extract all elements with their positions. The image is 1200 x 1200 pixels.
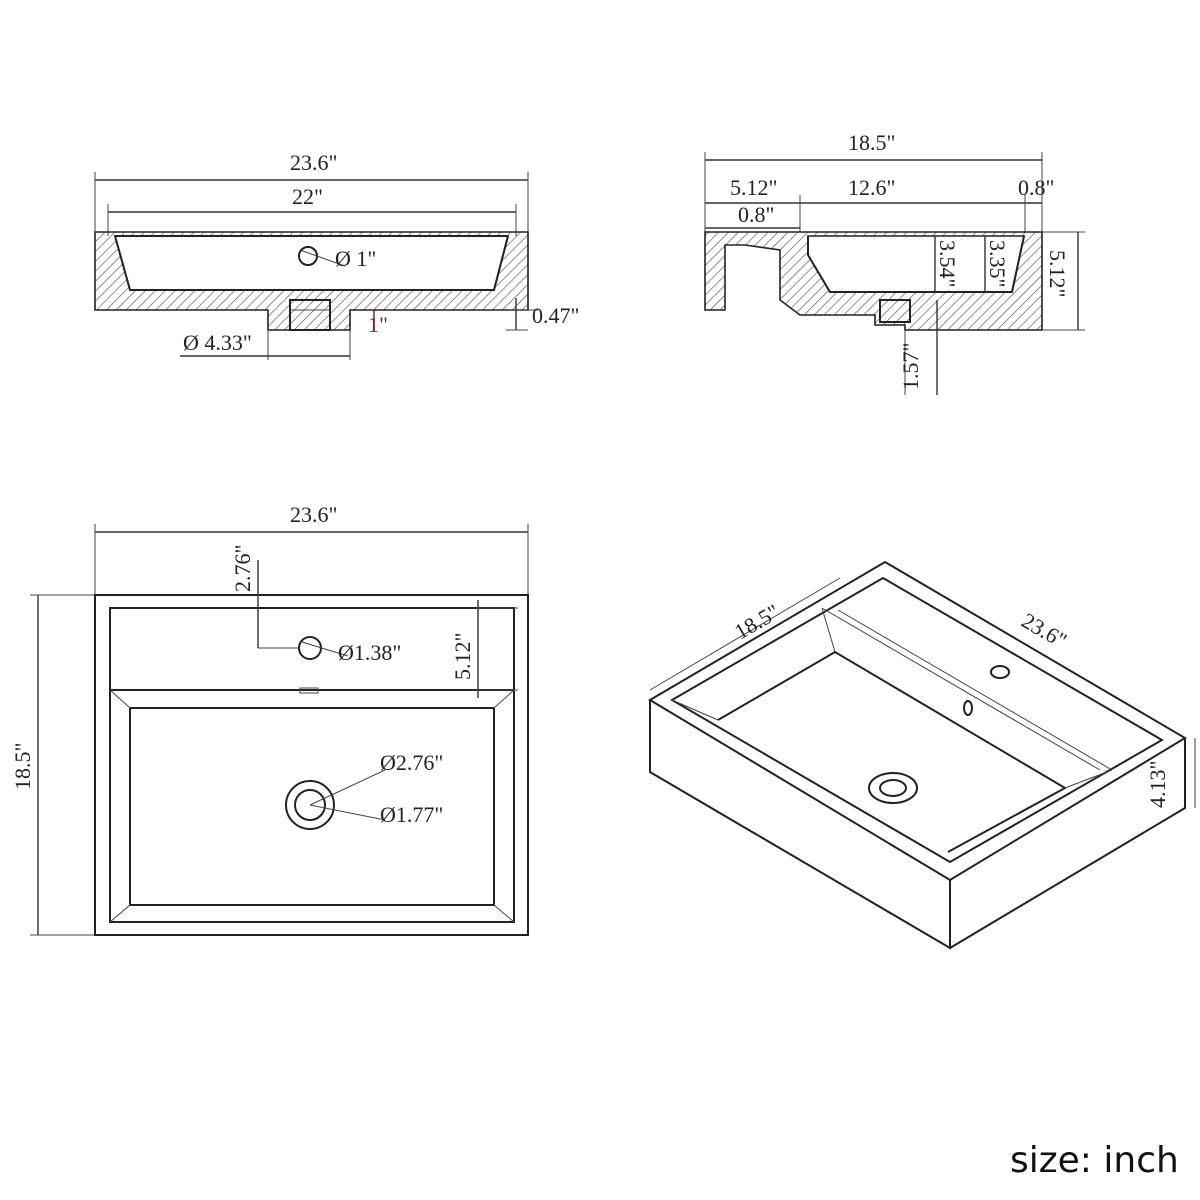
iso-height-label: 4.13" <box>1145 761 1170 808</box>
side-height-a-label: 3.54" <box>935 240 960 287</box>
front-drain-diameter-label: Ø 4.33" <box>183 330 252 355</box>
front-drain-depth-label: 1" <box>368 312 388 337</box>
front-inner-width-label: 22" <box>292 184 323 209</box>
top-drain-inner <box>294 789 326 821</box>
top-overall-width-label: 23.6" <box>290 502 337 527</box>
isometric-view: 18.5" 23.6" 4.13" <box>648 560 1196 950</box>
top-drain-outer-label: Ø2.76" <box>380 750 443 775</box>
side-drain-height-label: 1.57" <box>898 343 923 390</box>
units-label: size: inch <box>1010 1140 1179 1181</box>
top-outer-rim <box>94 594 529 936</box>
side-rim-left-label: 0.8" <box>738 202 774 227</box>
side-basin-depth-label: 12.6" <box>848 175 895 200</box>
iso-width-label: 23.6" <box>1018 608 1072 653</box>
side-rim-right-label: 0.8" <box>1018 175 1054 200</box>
top-basin-outer <box>109 689 515 923</box>
side-height-b-label: 3.35" <box>985 240 1010 287</box>
top-drain-outer <box>285 780 335 830</box>
side-deck-depth-label: 5.12" <box>730 175 777 200</box>
iso-top-outline <box>648 560 1187 882</box>
side-section-view: 18.5" 5.12" 12.6" 0.8" 0.8" 3.54" 3.35" … <box>704 130 1085 395</box>
top-drain-inner-label: Ø1.77" <box>380 802 443 827</box>
side-overall-height-label: 5.12" <box>1045 250 1070 297</box>
top-overall-depth-label: 18.5" <box>10 743 35 790</box>
front-section-view: 23.6" 22" Ø 1" Ø 4.33" 1" 0.47" <box>94 150 579 360</box>
top-faucet-hole-label: Ø1.38" <box>338 640 401 665</box>
top-faucet-hole <box>298 636 322 660</box>
top-deck-depth-label: 5.12" <box>450 633 475 680</box>
top-faucet-offset-label: 2.76" <box>230 545 255 592</box>
top-plan-view: 23.6" 18.5" 2.76" Ø1.38" 5.12" <box>10 502 529 936</box>
front-faucet-hole-label: Ø 1" <box>335 246 376 271</box>
iso-drain <box>868 772 918 804</box>
front-overall-width-label: 23.6" <box>290 150 337 175</box>
front-base-thickness-label: 0.47" <box>532 303 579 328</box>
side-overall-depth-label: 18.5" <box>848 130 895 155</box>
